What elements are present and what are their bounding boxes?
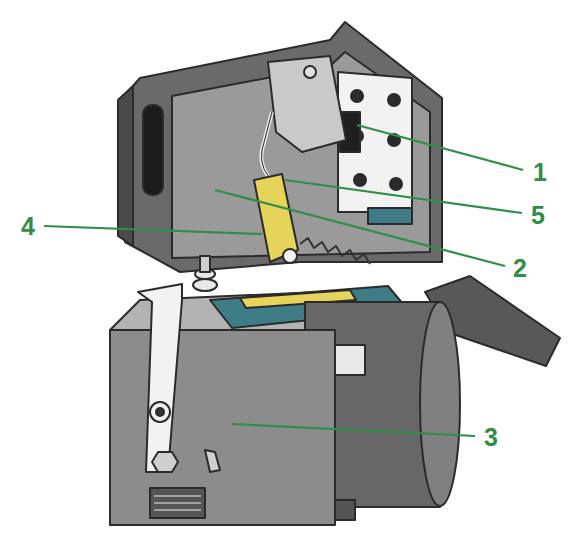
cover-inner-face xyxy=(172,52,430,258)
leader-line xyxy=(215,190,505,266)
leader-lines xyxy=(44,125,523,436)
callout-number: 3 xyxy=(484,425,498,450)
illustration-part xyxy=(154,509,201,511)
nameplate-lines xyxy=(154,496,201,510)
cover-edge xyxy=(118,86,133,246)
latch-plate xyxy=(268,56,346,152)
coil-end xyxy=(420,302,460,506)
latch-screw xyxy=(304,66,316,78)
callout-number: 1 xyxy=(533,160,547,185)
cover-plate xyxy=(125,22,442,272)
leader-line xyxy=(44,226,262,234)
lever-bolt xyxy=(150,402,170,422)
illustration-part xyxy=(154,495,201,497)
callout-number: 2 xyxy=(513,256,527,281)
callout-number: 5 xyxy=(531,203,545,228)
illustration-part xyxy=(110,22,560,525)
terminal-screw xyxy=(205,450,220,472)
armature-pivot xyxy=(283,249,297,263)
contact-plate xyxy=(338,72,412,212)
leader-line xyxy=(232,424,475,436)
coil-clamp xyxy=(335,500,355,520)
stop-block xyxy=(368,208,412,224)
illustration-part xyxy=(351,90,363,102)
illustration-part xyxy=(390,178,402,190)
armature-arm xyxy=(254,174,298,262)
illustration-part xyxy=(200,256,210,272)
callout-number: 4 xyxy=(21,214,35,239)
insulator xyxy=(193,279,217,291)
cover-slot xyxy=(143,105,163,195)
lever xyxy=(138,284,182,472)
leader-line xyxy=(357,125,523,170)
leader-line xyxy=(285,180,522,213)
illustration-part xyxy=(156,408,164,416)
return-spring xyxy=(300,238,370,264)
illustration-part xyxy=(154,502,201,504)
nameplate xyxy=(150,488,205,518)
illustration-part xyxy=(388,94,400,106)
terminal-nut xyxy=(152,452,178,472)
illustration-part xyxy=(354,174,366,186)
